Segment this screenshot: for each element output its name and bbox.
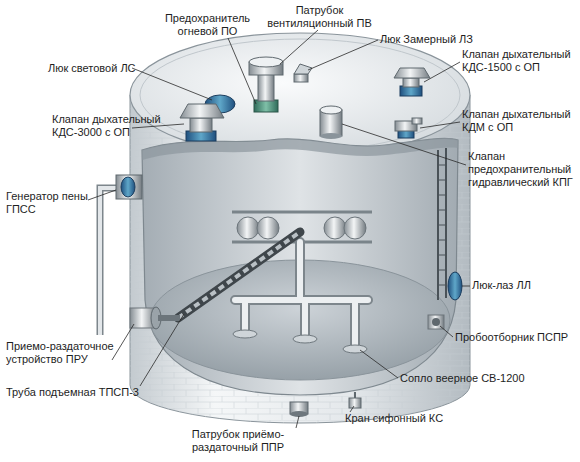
hydraulic-valve [320, 106, 342, 139]
receiving-device [130, 307, 180, 329]
foam-generator [100, 188, 118, 335]
breather-valve-3000 [180, 104, 224, 141]
distribution-pipes [343, 345, 367, 353]
lifting-pipe [178, 232, 300, 318]
foam-generator [116, 175, 142, 199]
lifting-pipe [178, 232, 300, 318]
vent-with-arrester [249, 57, 283, 112]
leader-lines [228, 38, 256, 104]
leader-lines [140, 314, 184, 386]
callout-label: Генератор пены ГПСС [6, 190, 96, 216]
leader-lines [88, 30, 470, 428]
leader-lines [424, 62, 460, 82]
callout-label: Патрубок вентиляционный ПВ [262, 4, 377, 30]
leader-lines [420, 122, 460, 128]
distribution-pipes [293, 335, 317, 343]
callout-label: Приемо-раздаточное устройство ПРУ [6, 340, 120, 366]
receiving-device [158, 315, 180, 321]
vent-with-arrester [249, 57, 283, 67]
siphon-tap [354, 392, 356, 398]
leader-lines [112, 324, 134, 360]
floating-pipe-frame [257, 217, 279, 239]
siphon-tap [349, 398, 361, 408]
floating-pipe-frame [344, 217, 366, 239]
callout-label: Клапан дыхательный КДМ с ОП [462, 108, 578, 134]
breather-valve-3000 [180, 104, 224, 118]
distribution-pipes [235, 242, 368, 345]
leader-lines [132, 68, 212, 100]
distribution-pipes [233, 242, 368, 353]
hydraulic-valve [320, 133, 342, 139]
callout-label: Пробоотборник ПСПР [455, 331, 568, 344]
manhole [448, 272, 462, 300]
distribution-pipes [233, 330, 257, 338]
foam-generator [100, 175, 142, 335]
leader-lines [280, 30, 318, 64]
callout-label: Труба подъемная ТПСП-3 [6, 386, 139, 399]
callout-label: Люк Замерный ЛЗ [380, 33, 473, 46]
tank-roof [140, 39, 460, 151]
cutaway-interior [142, 138, 458, 395]
lifting-pipe [178, 232, 300, 318]
callout-label: Клапан предохранительный гидравлический … [468, 150, 578, 189]
leader-lines [342, 124, 466, 165]
sampler [432, 318, 440, 326]
callout-label: Клапан дыхательный КДС-3000 с ОП [52, 113, 168, 139]
leader-lines [296, 416, 299, 428]
gauge-hatch [294, 64, 312, 74]
leader-lines [360, 350, 398, 378]
breather-valve-1500 [394, 68, 430, 78]
leader-lines [88, 190, 116, 200]
breather-valve-kdm [395, 118, 422, 138]
foam-generator [100, 188, 118, 335]
gauge-hatch [294, 74, 308, 82]
leader-lines [350, 406, 354, 412]
breather-valve-3000 [190, 118, 212, 132]
callout-label: Люк-лаз ЛЛ [472, 279, 531, 292]
bottom-nozzle [290, 402, 308, 417]
floating-pipe-frame [324, 217, 346, 239]
breather-valve-kdm [412, 118, 422, 124]
tank-roof [130, 33, 470, 157]
breather-valve-1500 [403, 78, 419, 87]
callout-label: Клапан дыхательный КДС-1500 с ОП [462, 48, 578, 74]
gauge-hatch [294, 64, 312, 82]
callout-label: Предохранитель огневой ПО [160, 12, 255, 38]
callout-label: Кран сифонный КС [345, 412, 443, 425]
tank-roof [130, 33, 470, 157]
floating-pipe-frame [232, 211, 372, 214]
inner-ladder [438, 148, 446, 300]
cutaway-interior [142, 138, 458, 395]
vent-with-arrester [258, 74, 274, 101]
siphon-tap [349, 392, 361, 408]
inner-ladder [438, 165, 446, 285]
callout-label: Люк световой ЛС [48, 62, 136, 75]
foam-generator [121, 177, 135, 197]
floating-pipe-frame [237, 217, 259, 239]
leader-lines [440, 326, 453, 337]
vent-with-arrester [254, 100, 278, 112]
inner-ladder [445, 148, 447, 298]
cutaway-interior [142, 138, 458, 160]
leader-lines [308, 40, 378, 70]
callout-label: Сопло веерное СВ-1200 [400, 372, 525, 385]
distribution-pipes [235, 242, 368, 345]
callout-label: Патрубок приёмо-раздаточный ППР [168, 428, 308, 454]
leader-lines [462, 286, 470, 287]
manhole [448, 272, 462, 300]
hydraulic-valve [320, 106, 342, 114]
